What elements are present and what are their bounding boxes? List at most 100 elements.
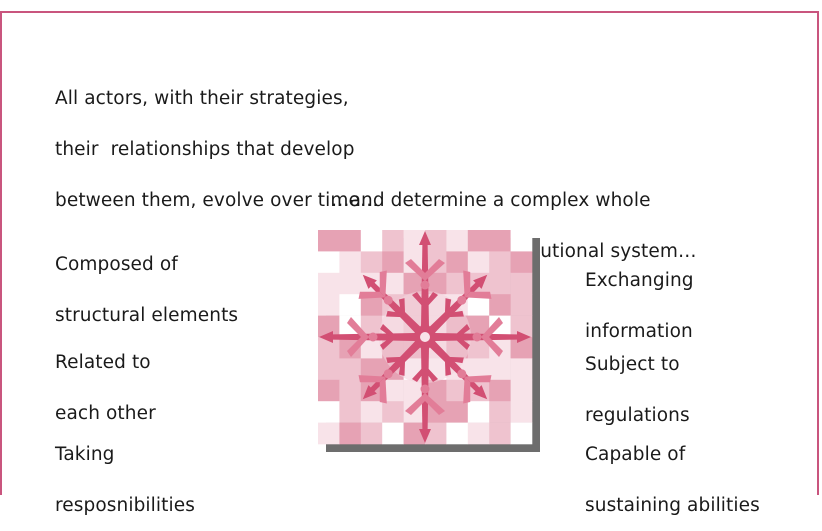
label-regulations: Subject to regulations <box>585 322 690 441</box>
quilt-tile <box>489 272 511 295</box>
quilt-tile <box>360 401 383 423</box>
quilt-tile <box>489 401 511 423</box>
quilt-tile <box>403 379 426 402</box>
quilt-tile <box>403 422 426 445</box>
quilt-tile <box>425 379 447 402</box>
quilt-tile <box>360 315 383 338</box>
quilt-tile <box>467 251 490 274</box>
quilt-tile <box>318 337 340 359</box>
intro-line: between them, evolve over time… <box>55 190 379 211</box>
quilt-tile <box>489 315 511 338</box>
quilt-tile <box>339 315 362 338</box>
quilt-tile <box>318 379 340 402</box>
quilt-tile <box>382 272 404 295</box>
label-line: structural elements <box>55 305 239 326</box>
quilt-tile <box>318 230 340 252</box>
quilt-tile <box>467 401 490 423</box>
quilt-tile <box>467 422 490 445</box>
quilt-tile <box>446 272 469 295</box>
quilt-tile <box>489 230 511 252</box>
quilt-tile <box>467 358 490 381</box>
quilt-tile <box>382 379 404 402</box>
quilt-tile <box>339 358 362 381</box>
quilt-tile <box>403 401 426 423</box>
quilt-tile <box>339 272 362 295</box>
quilt-tile <box>446 422 469 445</box>
quilt-tile <box>510 251 533 274</box>
label-line: information <box>585 321 693 342</box>
label-exchanging-information: Exchanging information <box>585 238 694 357</box>
quilt-tile <box>339 401 362 423</box>
label-line: Composed of <box>55 254 178 275</box>
quilt-tile <box>489 294 511 316</box>
label-structural-elements: Composed of structural elements <box>55 222 238 341</box>
label-sustaining-abilities: Capable of sustaining abilities <box>585 412 760 531</box>
quilt-tile <box>510 294 533 316</box>
intro-line: All actors, with their strategies, <box>55 88 349 109</box>
quilt-tile <box>510 422 533 445</box>
quilt-tile <box>382 401 404 423</box>
quilt-tile <box>510 379 533 402</box>
quilt-tile <box>489 422 511 445</box>
quilt-tile <box>403 230 426 252</box>
quilt-tile <box>467 337 490 359</box>
quilt-tile <box>403 272 426 295</box>
quilt-tile <box>382 230 404 252</box>
quilt-tile <box>446 401 469 423</box>
quilt-tile <box>360 358 383 381</box>
label-line: resposnibilities <box>55 495 195 516</box>
label-line: each other <box>55 403 156 424</box>
label-line: Taking <box>55 444 115 465</box>
quilt-tile <box>360 294 383 316</box>
snowflake-motif <box>319 231 531 443</box>
quilt-tile <box>510 315 533 338</box>
quilt-tile <box>467 315 490 338</box>
statement-line: …and determine a complex whole <box>331 190 651 211</box>
quilt-tile <box>339 379 362 402</box>
intro-line: their relationships that develop <box>55 139 355 160</box>
quilt-tile <box>425 230 447 252</box>
quilt-tile <box>425 422 447 445</box>
quilt-tile <box>425 401 447 423</box>
quilt-tile <box>360 230 383 252</box>
quilt-tile <box>318 315 340 338</box>
quilt-tile <box>510 358 533 381</box>
quilt-tile <box>425 272 447 295</box>
quilt-tile <box>318 358 340 381</box>
quilt-tile <box>318 294 340 316</box>
quilt-tile <box>360 251 383 274</box>
quilt-tile <box>360 337 383 359</box>
quilt-tile <box>318 422 340 445</box>
quilt-tile <box>510 230 533 252</box>
quilt-tile <box>446 379 469 402</box>
quilt-tile <box>382 422 404 445</box>
quilt-tile <box>318 251 340 274</box>
label-line: regulations <box>585 405 690 426</box>
quilt-tile <box>339 230 362 252</box>
quilt-tile <box>339 422 362 445</box>
label-line: Related to <box>55 352 151 373</box>
quilt-tile <box>467 294 490 316</box>
diagram-frame <box>0 11 819 495</box>
quilt-tile <box>339 251 362 274</box>
quilt-tile <box>318 401 340 423</box>
label-related: Related to each other <box>55 320 156 439</box>
quilt-tile <box>489 379 511 402</box>
label-line: sustaining abilities <box>585 495 760 516</box>
quilt-tile <box>360 422 383 445</box>
quilt-tile <box>403 251 426 274</box>
quilt-tile <box>446 230 469 252</box>
quilt-tile <box>510 401 533 423</box>
label-line: Exchanging <box>585 270 694 291</box>
quilt-tile <box>318 272 340 295</box>
intro-statement: All actors, with their strategies, their… <box>55 56 379 226</box>
quilt-tile <box>489 251 511 274</box>
quilt-tile <box>510 337 533 359</box>
quilt-tile <box>446 251 469 274</box>
label-line: Capable of <box>585 444 686 465</box>
quilt-tile <box>489 337 511 359</box>
quilt-tile <box>382 251 404 274</box>
quilt-tile <box>467 230 490 252</box>
quilt-tile <box>339 294 362 316</box>
snowflake-quilt-icon <box>318 230 543 452</box>
